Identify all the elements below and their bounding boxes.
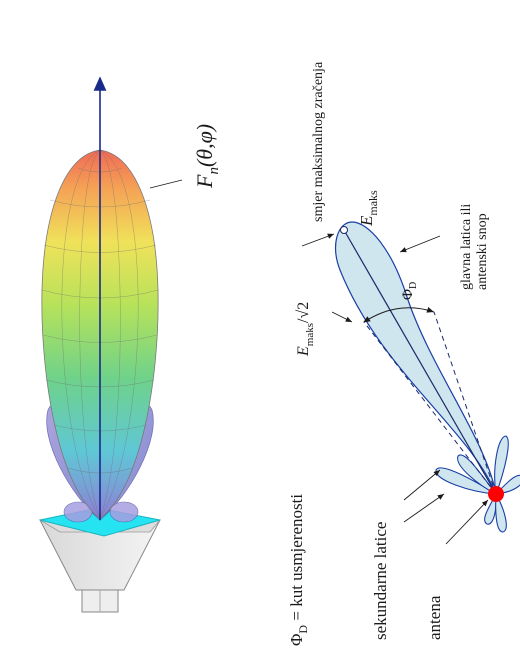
max-point bbox=[341, 227, 348, 234]
antenna-label: antena bbox=[425, 595, 444, 640]
directivity-angle-label: ΦD = kut usmjerenosti bbox=[287, 494, 310, 646]
e-max-label: Emaks bbox=[357, 190, 380, 227]
horn-antenna bbox=[40, 508, 160, 612]
antenna-dot bbox=[488, 486, 504, 502]
half-value-label: Emaks/√2 bbox=[295, 302, 316, 357]
max-direction-label: smjer maksimalnog zračenja bbox=[311, 61, 326, 222]
main-lobe-label: glavna latica ili antenski snop bbox=[459, 200, 490, 290]
secondary-lobes-label: sekundarne latice bbox=[371, 522, 390, 640]
pattern-function-label: Fn(θ,φ) bbox=[192, 124, 222, 189]
half-power-line-left bbox=[364, 322, 496, 494]
